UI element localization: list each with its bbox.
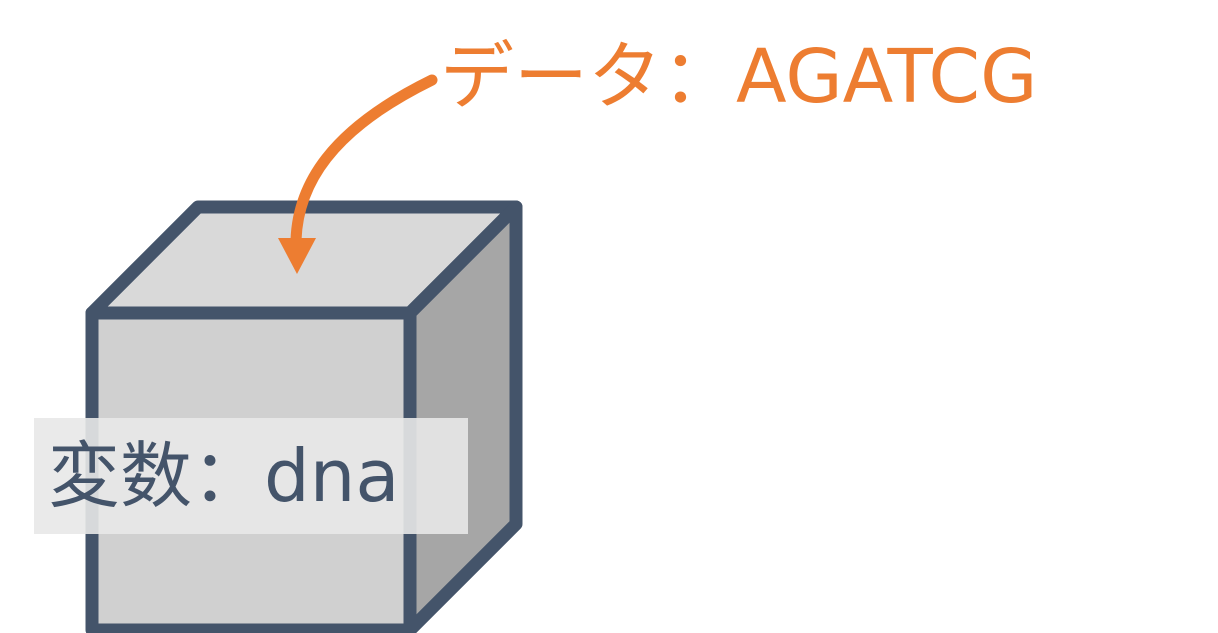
variable-label-box: 変数：dna bbox=[34, 418, 468, 534]
data-label: データ：AGATCG bbox=[440, 34, 1038, 120]
variable-label: 変数：dna bbox=[48, 434, 400, 518]
insert-arrow bbox=[278, 74, 438, 274]
arrow-curve bbox=[290, 74, 438, 246]
arrow-head bbox=[278, 238, 316, 274]
